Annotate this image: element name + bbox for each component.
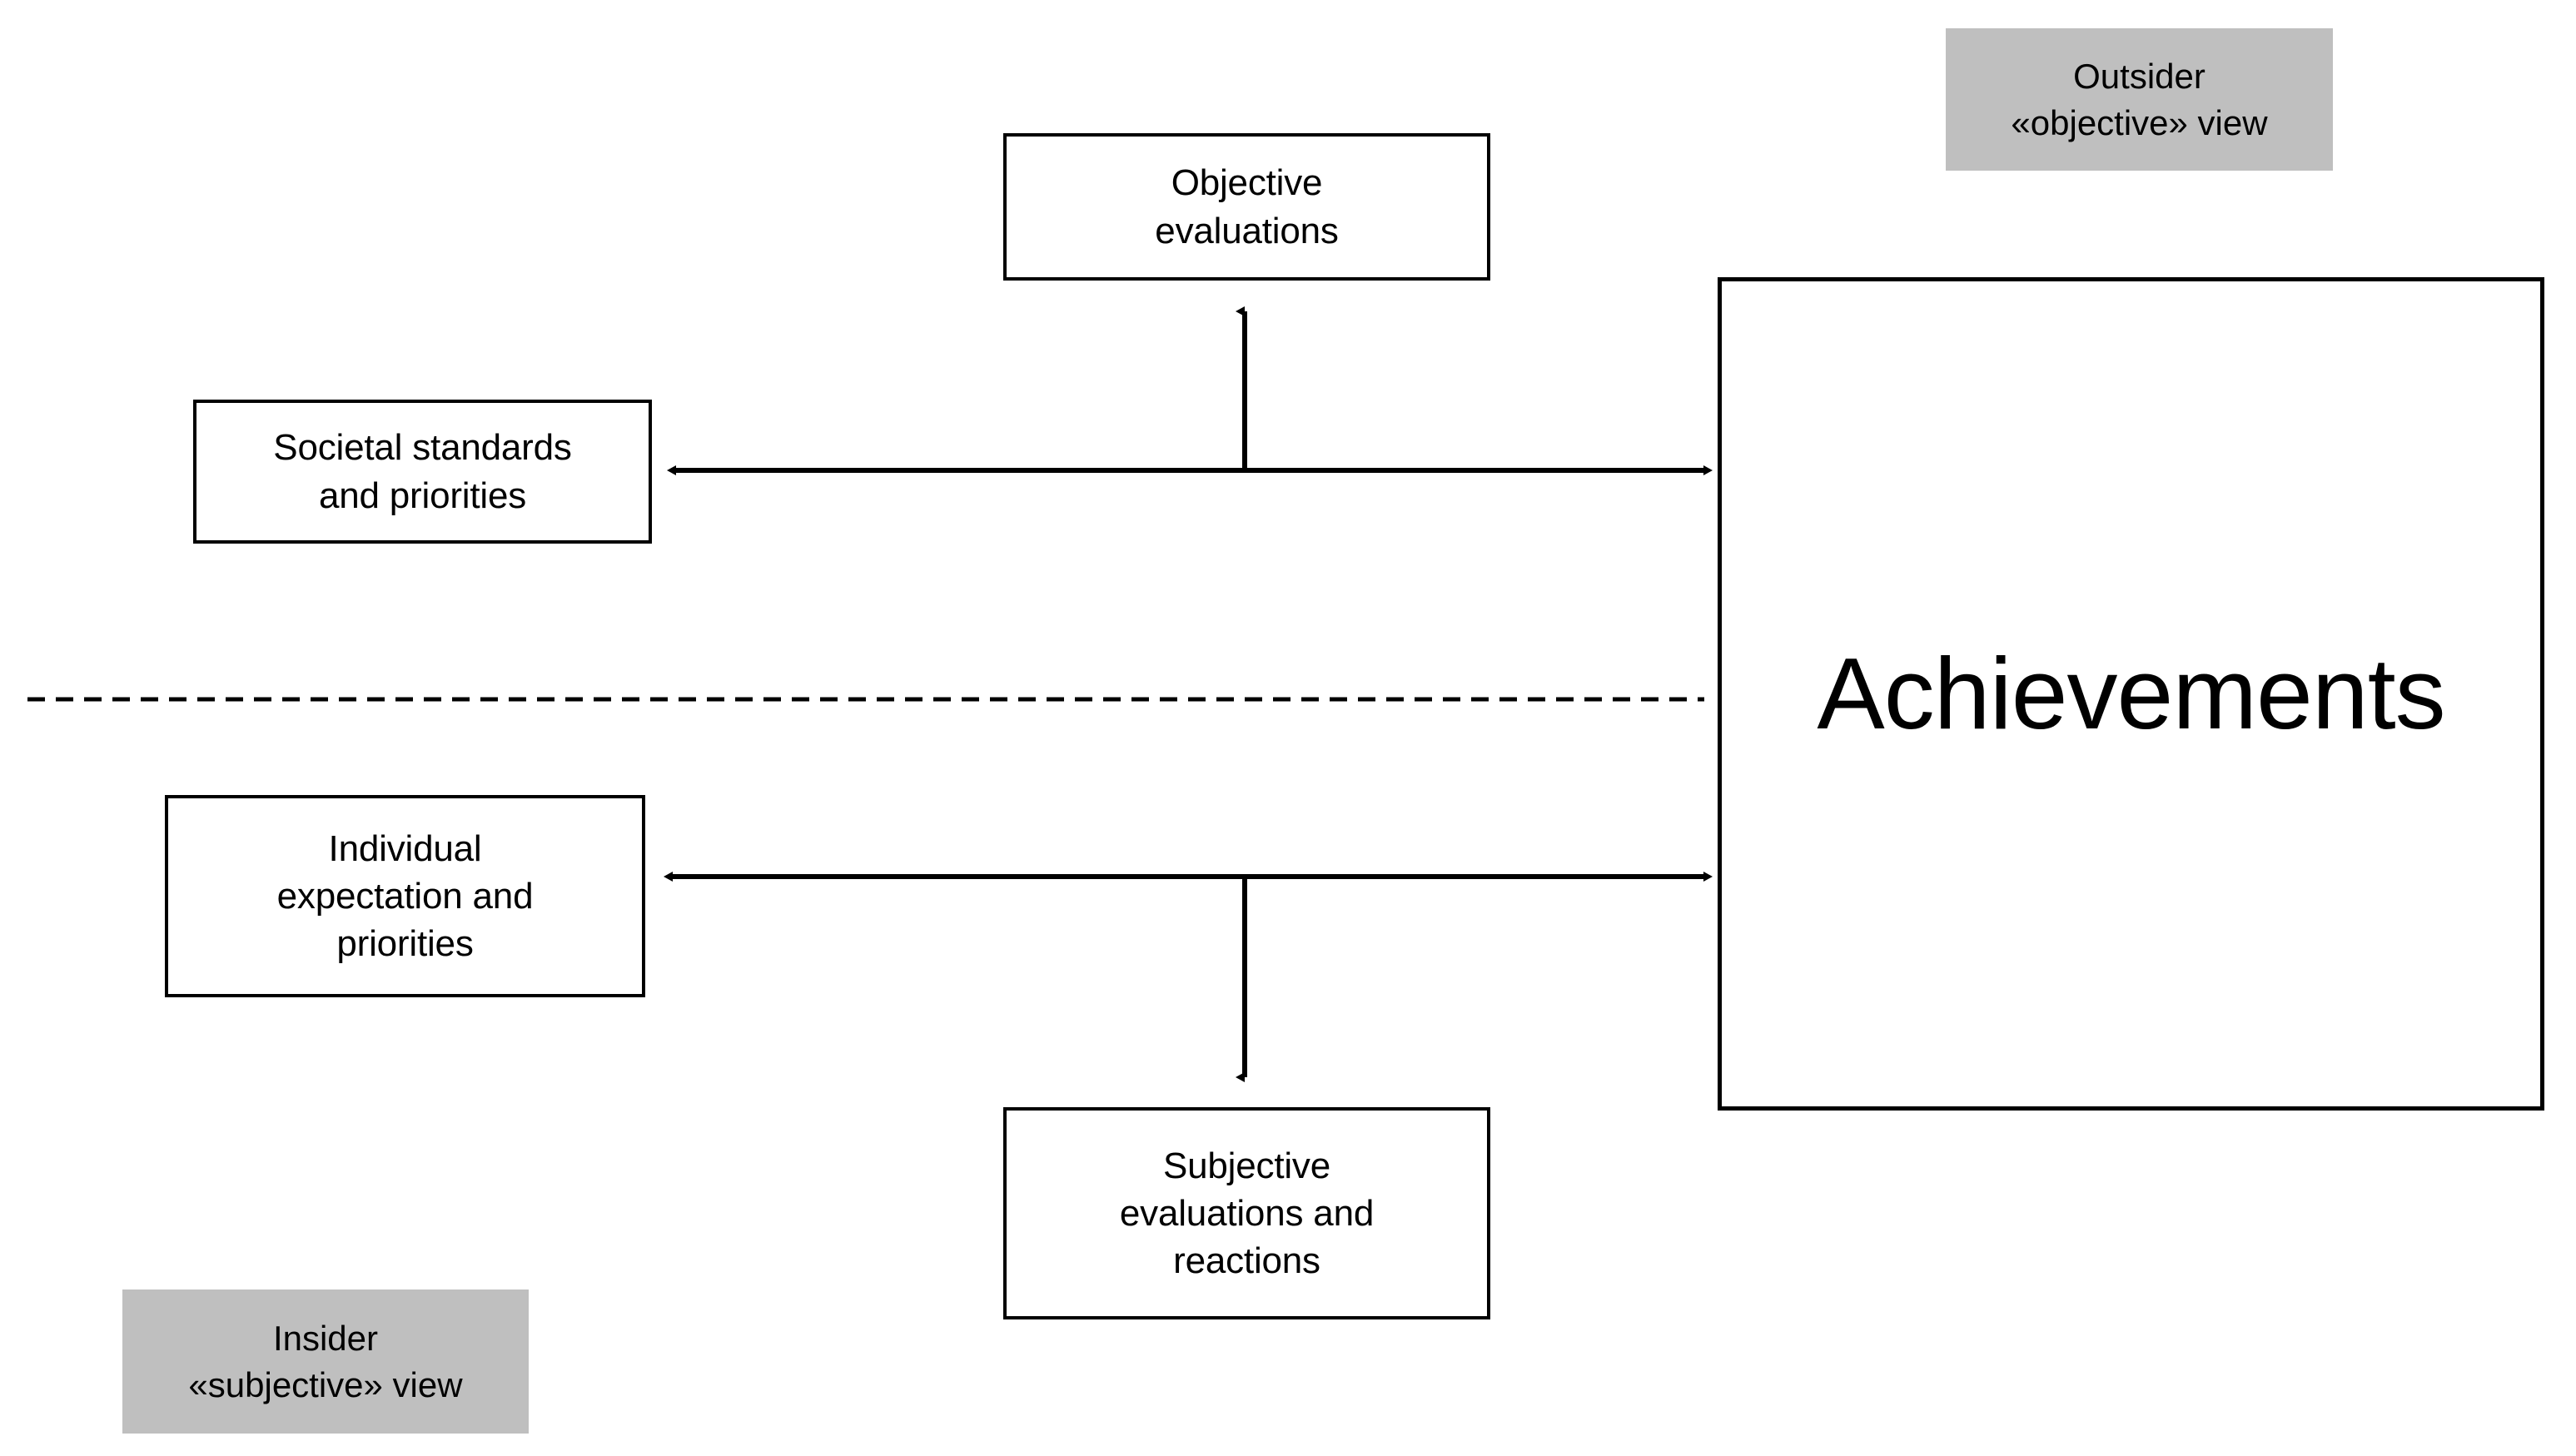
legend-outsider-objective-view: Outsider «objective» view xyxy=(1946,28,2333,171)
box-achievements: Achievements xyxy=(1718,277,2544,1111)
box-subjective-evaluations-and-reactions: Subjective evaluations and reactions xyxy=(1003,1107,1490,1319)
box-societal-standards-and-priorities: Societal standards and priorities xyxy=(193,400,652,544)
box-individual-expectation-and-priorities: Individual expectation and priorities xyxy=(165,795,645,997)
legend-insider-subjective-view: Insider «subjective» view xyxy=(122,1290,529,1434)
box-objective-evaluations: Objective evaluations xyxy=(1003,133,1490,281)
